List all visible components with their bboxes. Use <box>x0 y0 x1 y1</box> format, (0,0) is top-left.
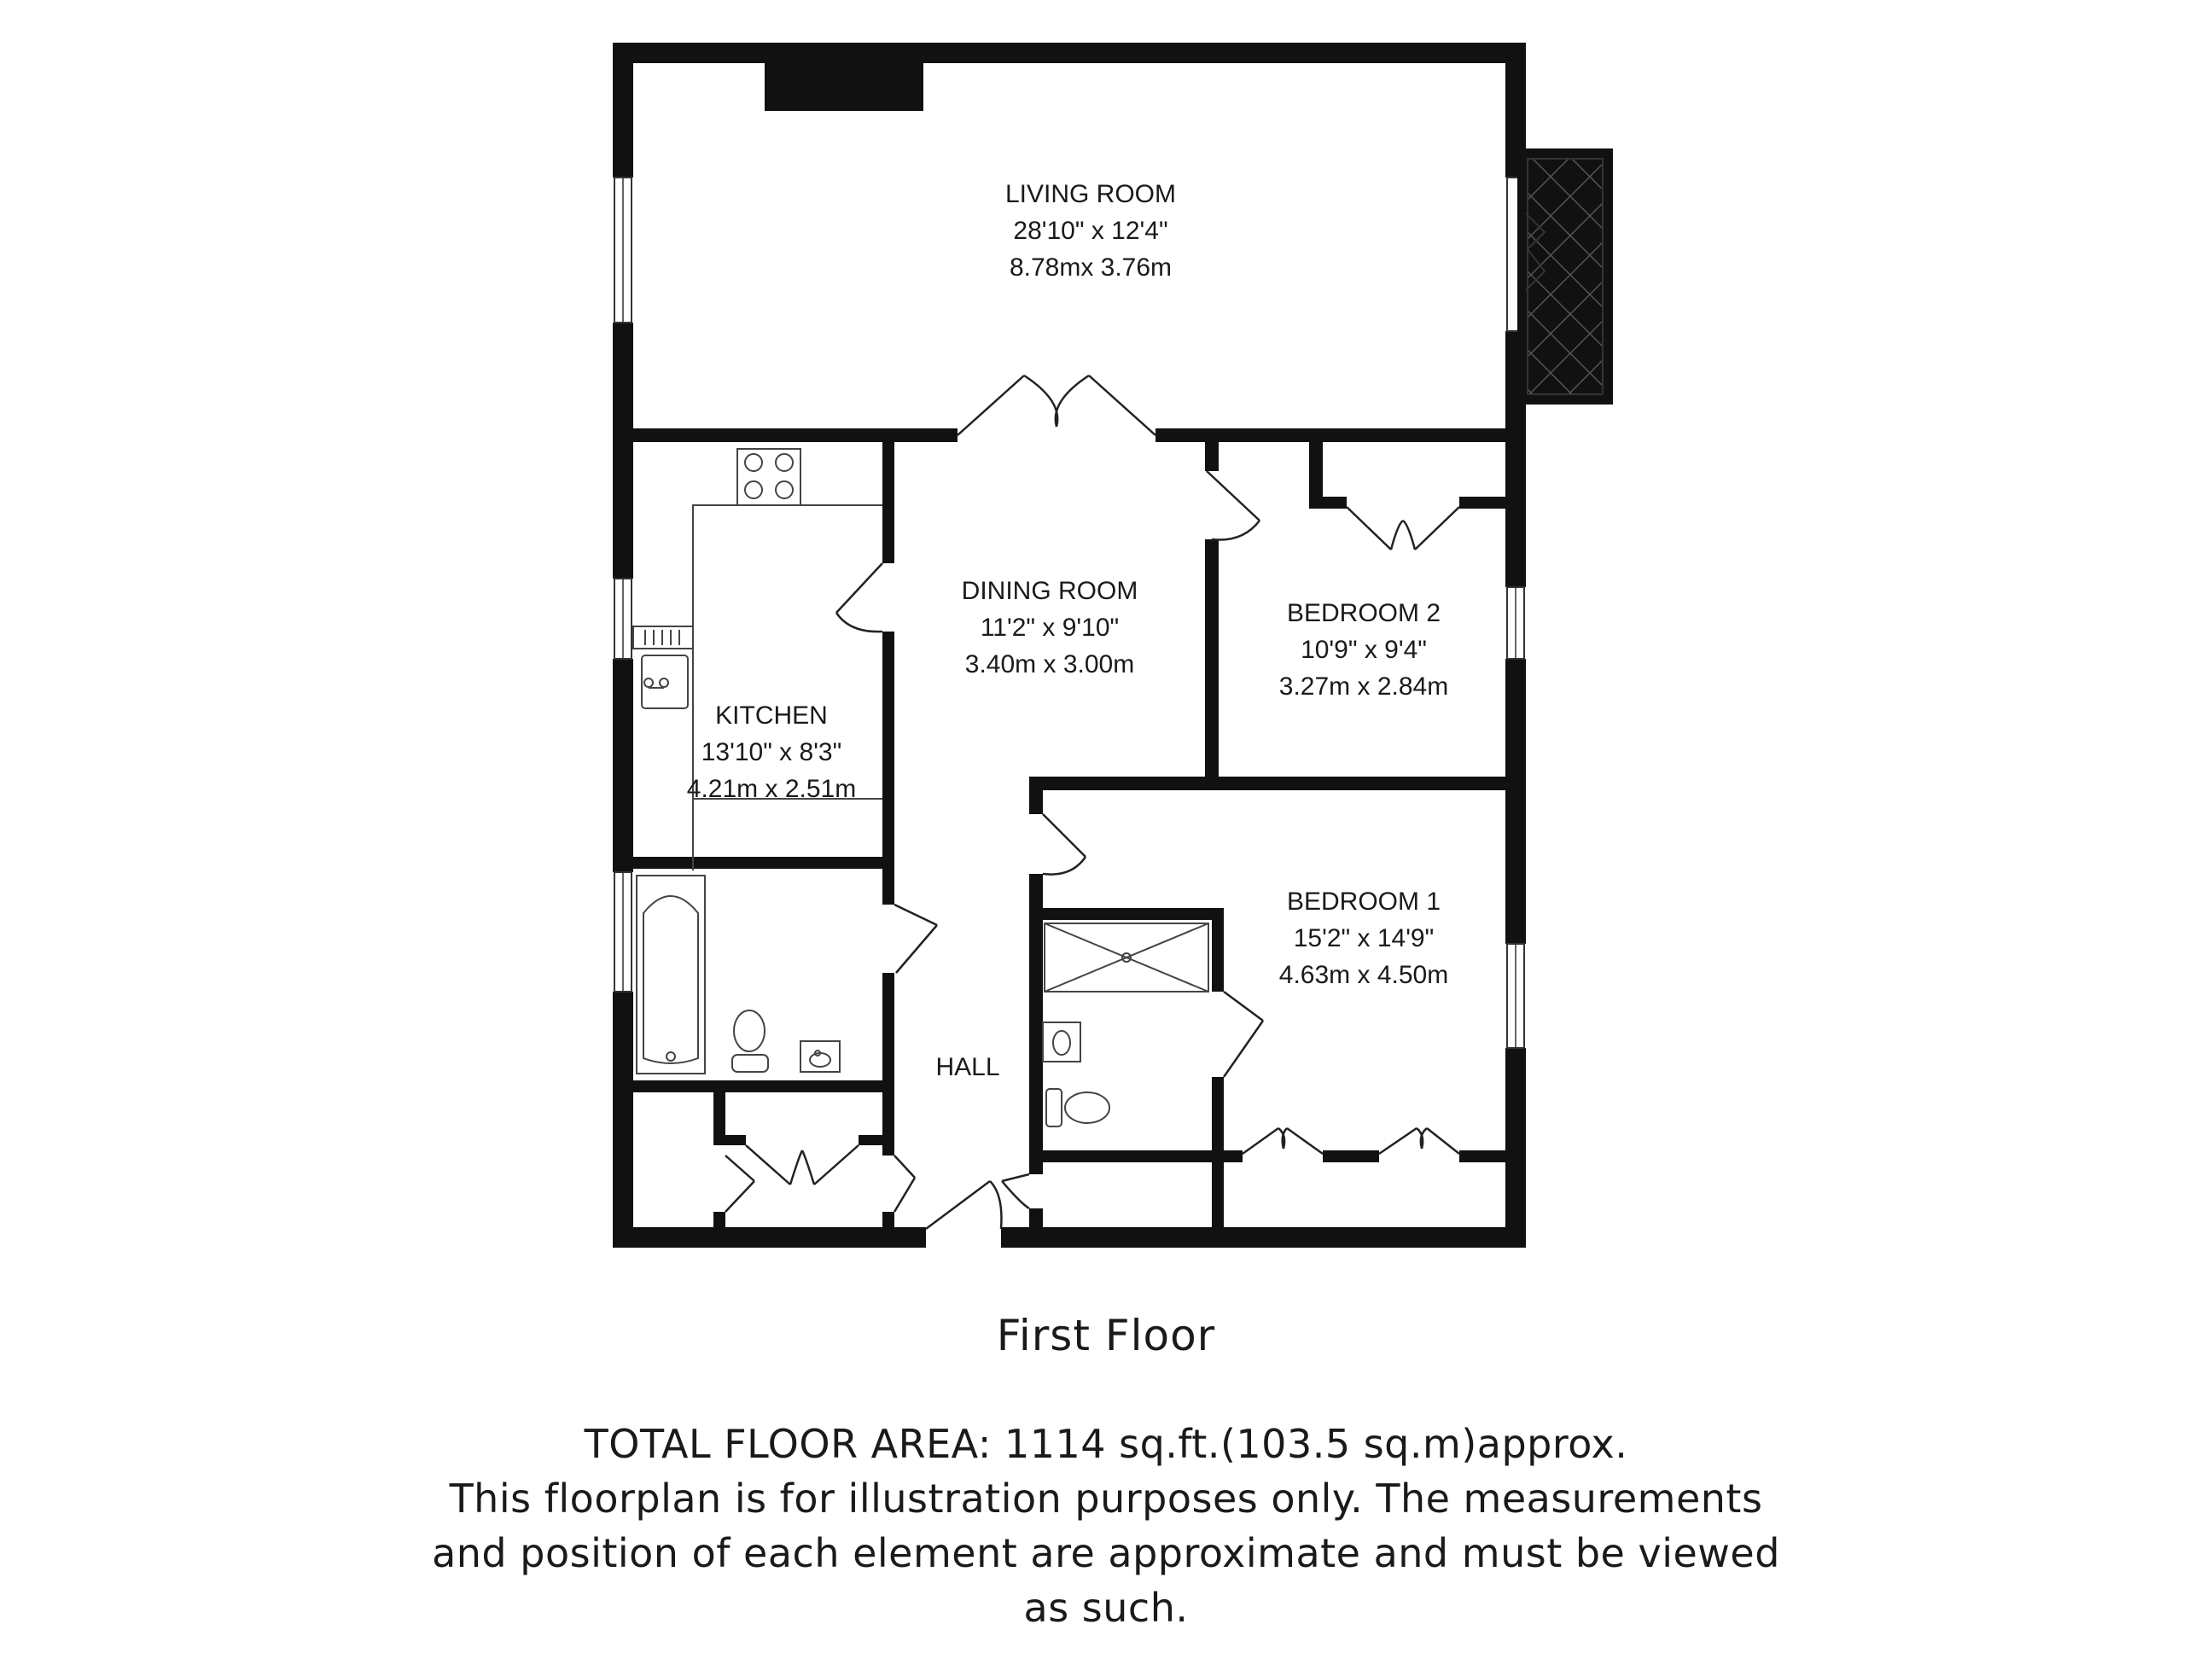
sink-icon <box>632 626 694 709</box>
room-name: BEDROOM 2 <box>1287 599 1441 627</box>
wall-ensuite-right-upper <box>1212 908 1224 992</box>
wall-bed1-bottom-right <box>1459 1150 1505 1162</box>
ensuite-toilet-icon <box>1045 1088 1110 1127</box>
room-label-living: LIVING ROOM 28'10" x 12'4" 8.78mx 3.76m <box>1005 180 1176 282</box>
wall-store-top <box>713 1092 725 1138</box>
door-bedroom2 <box>1206 470 1260 541</box>
door-wardrobe2 <box>1346 506 1460 550</box>
hob-icon <box>736 448 801 506</box>
wall-left-mid2 <box>613 659 633 872</box>
door-store-double <box>745 1144 859 1185</box>
room-imperial: 10'9" x 9'4" <box>1301 636 1427 664</box>
floor-name: First Floor <box>996 1311 1216 1360</box>
room-name: HALL <box>935 1053 999 1081</box>
wall-ensuite-bottom <box>1029 1150 1219 1162</box>
room-metric: 8.78mx 3.76m <box>1010 253 1172 282</box>
door-store-right <box>893 1155 917 1213</box>
door-bedroom1 <box>1042 813 1087 876</box>
ensuite-basin-icon <box>1042 1022 1081 1062</box>
door-living-double <box>957 374 1156 436</box>
room-name: KITCHEN <box>715 701 828 730</box>
wall-kitchen-bottom <box>633 857 894 869</box>
room-name: BEDROOM 1 <box>1287 888 1441 916</box>
room-label-kitchen: KITCHEN 13'10" x 8'3" 4.21m x 2.51m <box>687 701 856 803</box>
chimney-breast <box>765 63 923 111</box>
wall-living-bottom-left <box>633 428 958 442</box>
wall-store-left-lower <box>713 1212 725 1237</box>
wall-ensuite-right-lower <box>1212 1077 1224 1162</box>
wall-dining-right <box>1205 539 1219 777</box>
kitchen-worktop <box>692 504 882 870</box>
floor-area-note: TOTAL FLOOR AREA: 1114 sq.ft.(103.5 sq.m… <box>0 1417 2212 1635</box>
wall-top <box>613 43 1526 63</box>
wall-left-lower <box>613 992 633 1248</box>
door-entrance <box>925 1179 1003 1231</box>
room-metric: 3.27m x 2.84m <box>1279 672 1448 701</box>
room-name: DINING ROOM <box>962 577 1138 605</box>
shower-tray-icon <box>1044 923 1209 992</box>
wall-wardrobe2-h2 <box>1459 497 1505 509</box>
room-label-hall: HALL <box>935 1053 999 1081</box>
wall-bottom-right <box>1001 1227 1526 1248</box>
disclaimer-line-2: and position of each element are approxi… <box>432 1530 1780 1576</box>
disclaimer-line-1: This floorplan is for illustration purpo… <box>449 1476 1763 1522</box>
door-store-left <box>725 1155 755 1213</box>
wall-bed1-top <box>1029 777 1505 790</box>
room-name: LIVING ROOM <box>1005 180 1176 208</box>
wall-ensuite-top <box>1043 908 1224 920</box>
basin-icon <box>800 1040 841 1073</box>
wall-lower-store-divider <box>1212 1162 1224 1239</box>
wall-bath-right-lower <box>882 973 894 1084</box>
wall-bottom-left <box>613 1227 926 1248</box>
wall-store-right <box>882 1092 894 1155</box>
wall-bed1-bottom-left <box>1212 1150 1243 1162</box>
wall-bed1-bottom-mid <box>1323 1150 1379 1162</box>
wall-bed1-left-lower <box>1029 874 1043 1174</box>
room-imperial: 11'2" x 9'10" <box>981 614 1119 642</box>
door-wardrobe1-left <box>1242 1126 1324 1155</box>
room-metric: 4.21m x 2.51m <box>687 775 856 803</box>
wall-store-top-h1 <box>713 1135 746 1145</box>
room-imperial: 13'10" x 8'3" <box>701 738 842 766</box>
outer-walls <box>613 43 1526 1248</box>
wall-kitchen-dining-upper <box>882 442 894 563</box>
room-imperial: 15'2" x 14'9" <box>1294 924 1435 952</box>
room-label-bedroom1: BEDROOM 1 15'2" x 14'9" 4.63m x 4.50m <box>1279 888 1448 989</box>
wall-left-upper <box>613 43 633 178</box>
room-metric: 3.40m x 3.00m <box>965 650 1134 678</box>
wall-hall-store <box>1029 1208 1043 1234</box>
door-ensuite <box>1222 990 1265 1078</box>
bath-icon <box>636 875 706 1074</box>
room-metric: 4.63m x 4.50m <box>1279 961 1448 989</box>
disclaimer-line-3: as such. <box>1023 1585 1189 1631</box>
doors <box>725 374 1460 1231</box>
door-hall-store <box>1001 1173 1030 1210</box>
total-floor-area: TOTAL FLOOR AREA: 1114 sq.ft.(103.5 sq.m… <box>584 1421 1628 1467</box>
toilet-icon <box>731 1010 769 1073</box>
wall-living-bottom-right <box>1155 428 1505 442</box>
wall-bath-right-upper <box>882 869 894 905</box>
wall-left-mid1 <box>613 323 633 579</box>
door-wardrobe1-right <box>1378 1126 1460 1155</box>
wall-right-mid2 <box>1505 659 1526 944</box>
wall-store-right-lower <box>882 1212 894 1237</box>
wall-dining-right-top <box>1205 442 1219 471</box>
bay-window <box>1517 148 1613 405</box>
door-kitchen <box>835 562 883 633</box>
wall-kitchen-dining-lower <box>882 632 894 867</box>
wall-right-lower <box>1505 1048 1526 1248</box>
wall-wardrobe2-left <box>1309 442 1323 507</box>
room-label-dining: DINING ROOM 11'2" x 9'10" 3.40m x 3.00m <box>962 577 1138 678</box>
room-imperial: 28'10" x 12'4" <box>1013 217 1167 245</box>
wall-wardrobe2-h1 <box>1309 497 1347 509</box>
door-bathroom <box>894 903 938 974</box>
room-label-bedroom2: BEDROOM 2 10'9" x 9'4" 3.27m x 2.84m <box>1279 599 1448 701</box>
interior-walls <box>633 428 1505 1239</box>
wall-bath-bottom <box>633 1080 894 1092</box>
